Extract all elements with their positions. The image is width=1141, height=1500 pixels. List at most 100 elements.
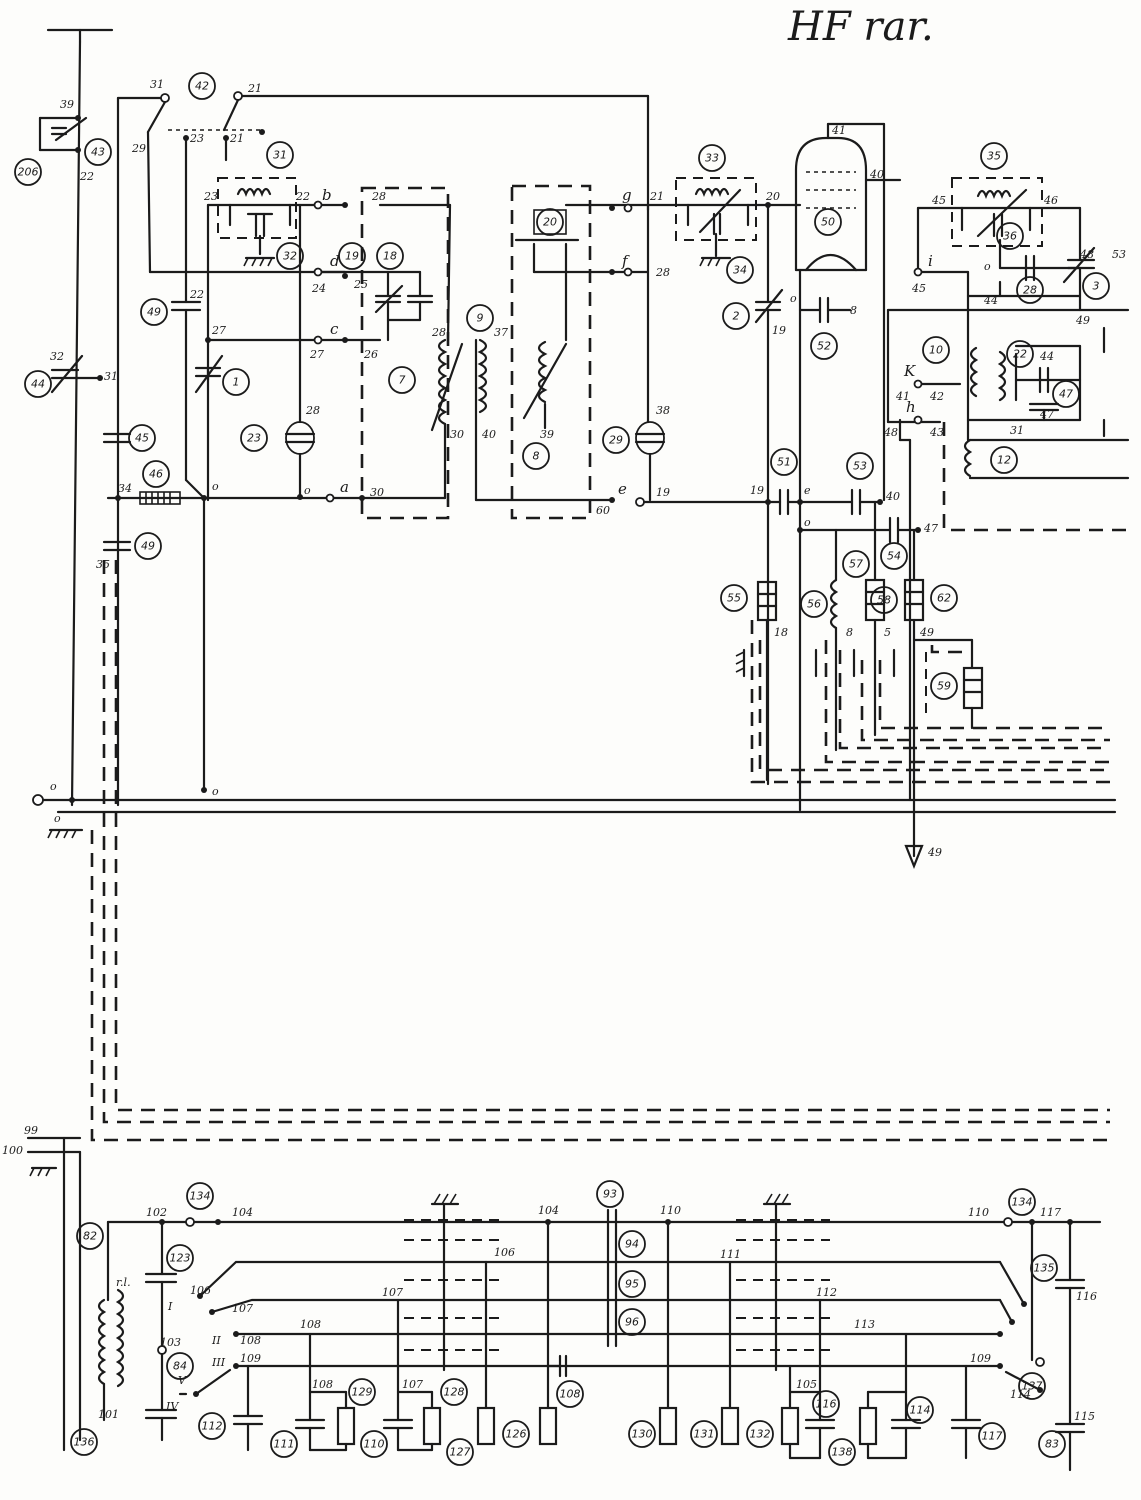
node-label: 48	[1079, 248, 1094, 261]
node-label: 104	[232, 1206, 253, 1219]
node-label: o	[212, 785, 219, 798]
node-label: 100	[2, 1144, 23, 1157]
output-arrow	[904, 844, 924, 869]
reference-bubble-r47: 47	[1052, 380, 1080, 408]
reference-number: 117	[982, 1430, 1003, 1443]
reference-number: 50	[821, 216, 835, 229]
choke-46	[139, 491, 181, 505]
reference-number: 29	[609, 434, 623, 447]
reference-bubble-r55: 55	[720, 584, 748, 612]
node-label: 27	[211, 324, 226, 337]
node-label: 107	[232, 1302, 253, 1315]
coupling-capacitors-93-96	[606, 1208, 618, 1348]
reference-number: 134	[190, 1190, 211, 1203]
reference-bubble-r54: 54	[880, 542, 908, 570]
band-bus-107	[210, 1298, 1002, 1314]
reference-bubble-r3: 3	[1082, 272, 1110, 300]
node-label: 25	[353, 278, 368, 291]
reference-number: 82	[83, 1230, 97, 1243]
node-label: i	[928, 252, 933, 270]
node-label: 28	[305, 404, 320, 417]
resistor-130	[658, 1406, 678, 1446]
reference-number: 123	[170, 1252, 191, 1265]
node-label: 108	[312, 1378, 333, 1391]
node-label: 22	[189, 288, 204, 301]
node-label: 110	[660, 1204, 681, 1217]
reference-bubble-r112: 112	[198, 1412, 226, 1440]
reference-number: 12	[997, 454, 1011, 467]
reference-bubble-r59: 59	[930, 672, 958, 700]
gang-capacitor-left	[404, 1193, 500, 1372]
node-label: 31	[104, 370, 118, 383]
reference-bubble-r132: 132	[746, 1420, 774, 1448]
node-label: 19	[772, 324, 786, 337]
reference-number: 83	[1045, 1438, 1059, 1451]
node-label: 108	[240, 1334, 261, 1347]
node-label: 104	[538, 1204, 559, 1217]
node-label: 19	[656, 486, 670, 499]
ground-symbol	[29, 1166, 58, 1177]
gang-capacitor-right	[736, 1193, 830, 1372]
node-label: 99	[24, 1124, 38, 1137]
reference-bubble-r10: 10	[922, 336, 950, 364]
reference-bubble-r49: 49	[140, 298, 168, 326]
node-label: 28	[371, 190, 386, 203]
reference-bubble-r45: 45	[128, 424, 156, 452]
reference-bubble-r57: 57	[842, 550, 870, 578]
reference-bubble-r51: 51	[770, 448, 798, 476]
node-label: 106	[494, 1246, 515, 1259]
reference-bubble-r130: 130	[628, 1420, 656, 1448]
reference-number: 128	[444, 1386, 465, 1399]
reference-bubble-r206: 206	[14, 158, 42, 186]
reference-number: 130	[632, 1428, 653, 1441]
reference-bubble-r116: 116	[812, 1390, 840, 1418]
reference-bubble-r36: 36	[996, 222, 1024, 250]
node-label: 49	[919, 626, 934, 639]
node-label: 20	[765, 190, 780, 203]
node-label: V	[178, 1374, 187, 1387]
coil-12	[963, 438, 973, 478]
node-label: 47	[923, 522, 938, 535]
vacuum-tube-50	[794, 122, 902, 812]
coil-box-8	[510, 184, 592, 520]
reference-number: 206	[18, 166, 39, 179]
node-label: 112	[816, 1286, 837, 1299]
node-label: 31	[150, 78, 164, 91]
reference-number: 31	[273, 149, 287, 162]
node-label: 45	[911, 282, 926, 295]
reference-number: 45	[135, 432, 149, 445]
reference-number: 54	[887, 550, 901, 563]
node-label: 24	[311, 282, 326, 295]
reference-bubble-r123: 123	[166, 1244, 194, 1272]
node-label: b	[322, 186, 332, 204]
node-label: 22	[295, 190, 310, 203]
node-label: 28	[431, 326, 446, 339]
reference-bubble-r94: 94	[618, 1230, 646, 1258]
reference-number: 112	[202, 1420, 223, 1433]
reference-number: 9	[477, 312, 484, 325]
reference-number: 93	[603, 1188, 617, 1201]
band-selector-left	[178, 1293, 239, 1397]
coil-box-7	[360, 186, 450, 520]
node-label: r.l.	[116, 1276, 131, 1289]
node-label: 29	[131, 142, 146, 155]
reference-number: 47	[1059, 388, 1073, 401]
reference-number: 114	[910, 1404, 931, 1417]
resistor-59	[962, 666, 984, 710]
reference-bubble-r84: 84	[166, 1352, 194, 1380]
node-label: a	[340, 478, 349, 496]
node-label: 31	[1010, 424, 1024, 437]
node-label: 115	[1074, 1410, 1095, 1423]
resistor-62	[903, 578, 925, 622]
reference-number: 96	[625, 1316, 639, 1329]
reference-number: 136	[74, 1436, 95, 1449]
reference-number: 43	[91, 146, 105, 159]
node-label: 49	[927, 846, 942, 859]
reference-bubble-r31: 31	[266, 141, 294, 169]
resistor-132	[780, 1406, 800, 1446]
shield-line-inner	[102, 560, 1110, 1124]
reference-bubble-r136: 136	[70, 1428, 98, 1456]
node-label: d	[330, 252, 340, 270]
node-label: o	[304, 484, 311, 497]
node-label: o	[50, 780, 57, 793]
